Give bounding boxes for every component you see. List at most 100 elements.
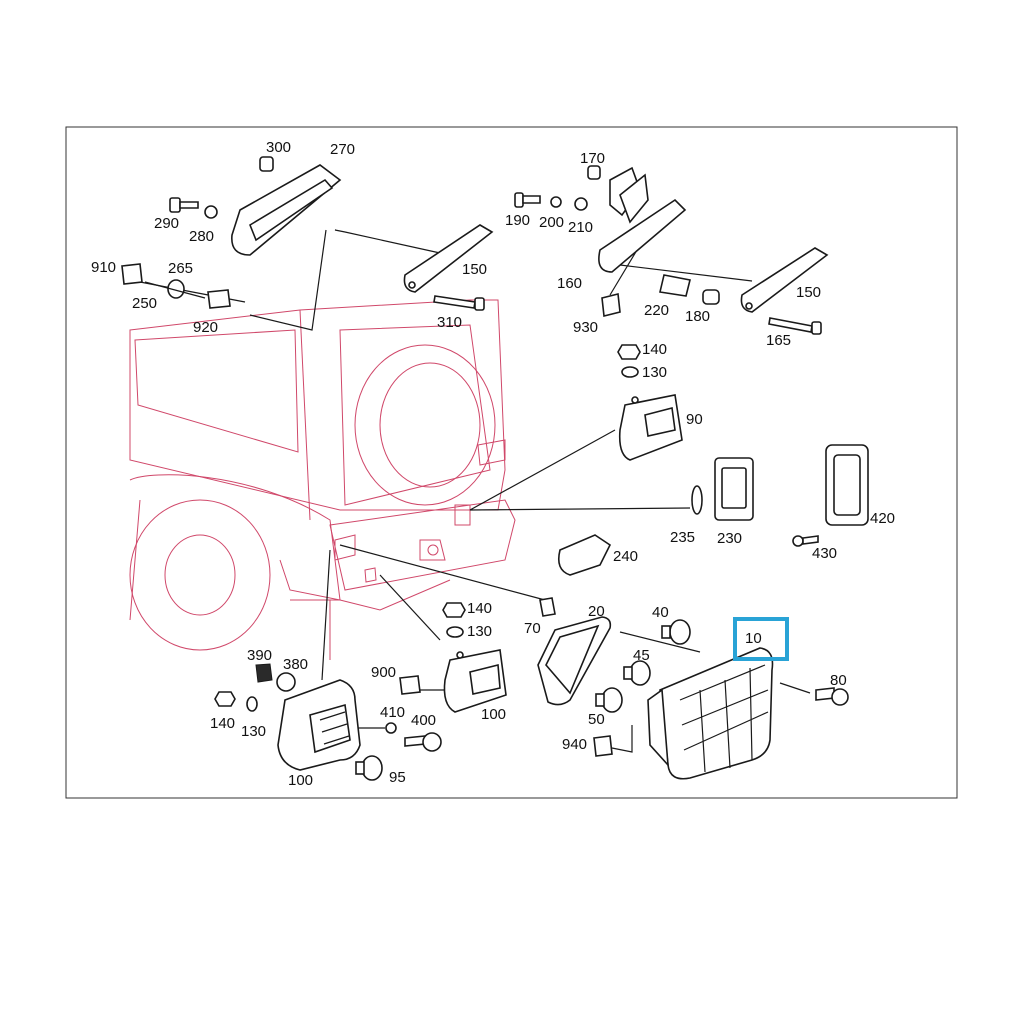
callout-170[interactable]: 170 xyxy=(580,150,605,167)
part-tail-light-10[interactable] xyxy=(647,647,774,780)
part-grommet-265[interactable] xyxy=(167,279,185,299)
part-connector-930[interactable] xyxy=(601,293,621,317)
part-connector-940[interactable] xyxy=(593,735,613,757)
callout-210[interactable]: 210 xyxy=(568,219,593,236)
callout-920[interactable]: 920 xyxy=(193,319,218,336)
part-bulb-235[interactable] xyxy=(691,485,703,515)
part-washer-130-top[interactable] xyxy=(621,366,639,378)
part-bushing-300[interactable] xyxy=(259,156,274,172)
part-bracket-160[interactable] xyxy=(598,166,687,273)
callout-910[interactable]: 910 xyxy=(91,259,116,276)
callout-900[interactable]: 900 xyxy=(371,664,396,681)
callout-45[interactable]: 45 xyxy=(633,647,650,664)
vehicle-outline xyxy=(129,299,516,660)
callout-230[interactable]: 230 xyxy=(717,530,742,547)
callout-95[interactable]: 95 xyxy=(389,769,406,786)
part-screw-310[interactable] xyxy=(433,295,485,311)
part-bulb-40[interactable] xyxy=(661,619,691,645)
callout-70[interactable]: 70 xyxy=(524,620,541,637)
part-bushing-170[interactable] xyxy=(587,165,601,180)
callout-220[interactable]: 220 xyxy=(644,302,669,319)
part-screw-165[interactable] xyxy=(768,317,822,335)
callout-140-top[interactable]: 140 xyxy=(642,341,667,358)
part-washer-210[interactable] xyxy=(574,197,588,211)
callout-20[interactable]: 20 xyxy=(588,603,605,620)
callout-930[interactable]: 930 xyxy=(573,319,598,336)
part-washer-200[interactable] xyxy=(550,196,562,208)
callout-140-left[interactable]: 140 xyxy=(210,715,235,732)
part-bulb-70[interactable] xyxy=(539,597,556,617)
callout-140-mid[interactable]: 140 xyxy=(467,600,492,617)
part-screw-400[interactable] xyxy=(404,732,442,752)
callout-165[interactable]: 165 xyxy=(766,332,791,349)
part-screw-80[interactable] xyxy=(815,687,849,706)
part-fog-light-100-left[interactable] xyxy=(277,679,361,771)
part-bulb-45[interactable] xyxy=(623,660,651,686)
part-plug-910[interactable] xyxy=(121,263,143,285)
part-clip-220[interactable] xyxy=(659,274,691,297)
callout-200[interactable]: 200 xyxy=(539,214,564,231)
part-washer-130-left[interactable] xyxy=(246,696,258,712)
callout-400[interactable]: 400 xyxy=(411,712,436,729)
callout-380[interactable]: 380 xyxy=(283,656,308,673)
part-third-brake-light-270[interactable] xyxy=(231,164,342,256)
callout-190[interactable]: 190 xyxy=(505,212,530,229)
part-screw-290[interactable] xyxy=(169,197,199,213)
callout-240[interactable]: 240 xyxy=(613,548,638,565)
callout-highlight xyxy=(733,617,789,661)
part-license-light-230[interactable] xyxy=(714,457,754,521)
callout-10[interactable]: 10 xyxy=(745,630,762,647)
callout-160[interactable]: 160 xyxy=(557,275,582,292)
callout-80[interactable]: 80 xyxy=(830,672,847,689)
part-screw-190[interactable] xyxy=(514,192,541,208)
leader-lines xyxy=(139,229,811,753)
callout-940[interactable]: 940 xyxy=(562,736,587,753)
part-lamp-housing-150-left[interactable] xyxy=(403,224,494,293)
part-fog-light-100-right[interactable] xyxy=(443,649,507,713)
callout-290[interactable]: 290 xyxy=(154,215,179,232)
part-license-lens-420[interactable] xyxy=(825,444,869,526)
callout-180[interactable]: 180 xyxy=(685,308,710,325)
part-nut-140-left[interactable] xyxy=(214,691,236,707)
callout-420[interactable]: 420 xyxy=(870,510,895,527)
callout-100-right[interactable]: 100 xyxy=(481,706,506,723)
callout-250[interactable]: 250 xyxy=(132,295,157,312)
part-washer-280[interactable] xyxy=(204,205,218,219)
part-bushing-180[interactable] xyxy=(702,289,720,305)
part-grommet-380[interactable] xyxy=(276,672,296,692)
callout-50[interactable]: 50 xyxy=(588,711,605,728)
part-nut-140-mid[interactable] xyxy=(442,602,466,618)
callout-390[interactable]: 390 xyxy=(247,647,272,664)
callout-270[interactable]: 270 xyxy=(330,141,355,158)
part-lens-240[interactable] xyxy=(557,534,612,576)
callout-235[interactable]: 235 xyxy=(670,529,695,546)
callout-90[interactable]: 90 xyxy=(686,411,703,428)
part-screw-430[interactable] xyxy=(792,535,819,547)
callout-280[interactable]: 280 xyxy=(189,228,214,245)
callout-430[interactable]: 430 xyxy=(812,545,837,562)
callout-100-left[interactable]: 100 xyxy=(288,772,313,789)
callout-130-top[interactable]: 130 xyxy=(642,364,667,381)
callout-150-right[interactable]: 150 xyxy=(796,284,821,301)
part-washer-130-mid[interactable] xyxy=(446,626,464,638)
callout-40[interactable]: 40 xyxy=(652,604,669,621)
callout-130-left[interactable]: 130 xyxy=(241,723,266,740)
callout-310[interactable]: 310 xyxy=(437,314,462,331)
callout-150-left[interactable]: 150 xyxy=(462,261,487,278)
part-reverse-light-90[interactable] xyxy=(618,394,683,461)
part-gasket-20[interactable] xyxy=(537,616,612,706)
part-connector-920[interactable] xyxy=(207,289,231,309)
part-bulb-95[interactable] xyxy=(355,755,383,781)
callout-265[interactable]: 265 xyxy=(168,260,193,277)
part-connector-900[interactable] xyxy=(399,675,421,695)
callout-300[interactable]: 300 xyxy=(266,139,291,156)
callout-130-mid[interactable]: 130 xyxy=(467,623,492,640)
callout-410[interactable]: 410 xyxy=(380,704,405,721)
part-nut-140-top[interactable] xyxy=(617,344,641,360)
part-bulb-50[interactable] xyxy=(595,687,623,713)
part-lamp-housing-150-right[interactable] xyxy=(740,247,829,313)
part-cable-250[interactable] xyxy=(144,281,206,299)
part-clip-390[interactable] xyxy=(255,663,273,683)
part-washer-410[interactable] xyxy=(385,722,397,734)
